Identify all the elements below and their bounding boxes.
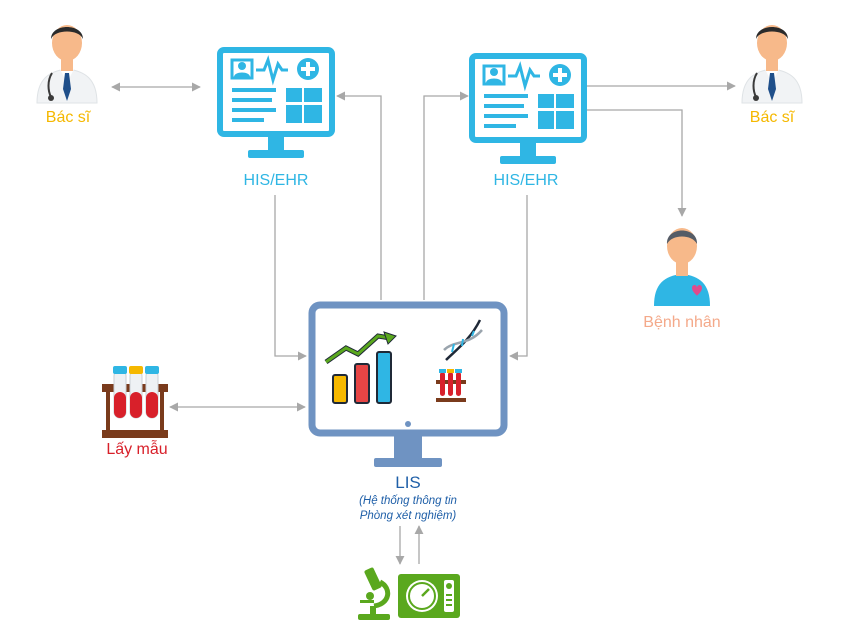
microscope-icon: [358, 567, 391, 620]
monitor-ehr-icon: [469, 53, 587, 164]
connector-his-right-to-patient: [582, 109, 687, 217]
his-right-label: HIS/EHR: [493, 172, 559, 189]
lis-subtitle-line2: Phòng xét nghiệm): [359, 510, 457, 522]
lis-subtitle-line1: (Hệ thống thông tin: [359, 495, 457, 507]
connector-his-left-to-lis: [274, 195, 307, 361]
doctor-right-label: Bác sĩ: [749, 109, 795, 126]
patient-label: Bệnh nhân: [643, 314, 721, 331]
connectors: [111, 81, 736, 565]
sample-label: Lấy mẫu: [106, 441, 168, 458]
doctor-icon: [36, 25, 98, 104]
lis-monitor-icon: [308, 301, 508, 467]
doctor-icon: [741, 25, 803, 104]
connector-lis-to-his-left: [336, 91, 382, 300]
doctor-left-label: Bác sĩ: [45, 109, 91, 126]
lab-analyzer-icon: [398, 574, 460, 618]
patient-icon: [654, 228, 710, 306]
lis-title: LIS: [395, 473, 421, 492]
monitor-ehr-icon: [217, 47, 335, 158]
connector-his-right-to-lis: [509, 195, 528, 361]
his-left-label: HIS/EHR: [243, 172, 309, 189]
test-tubes-icon: [102, 366, 168, 438]
connector-lis-to-his-right: [423, 91, 469, 300]
